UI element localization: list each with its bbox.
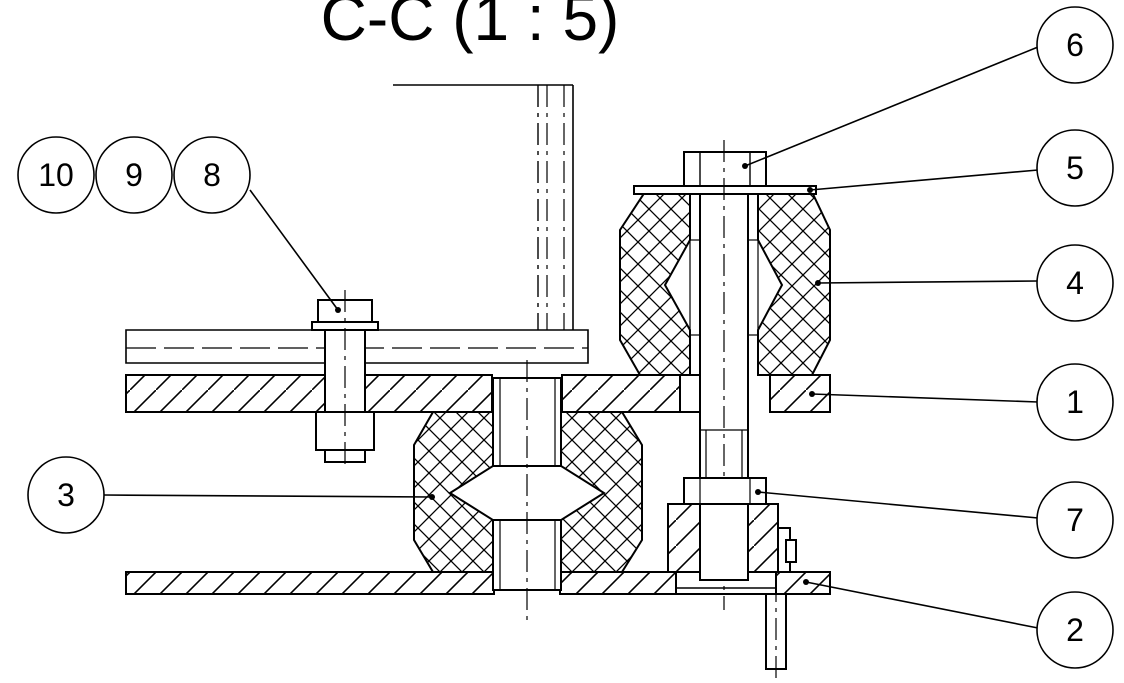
balloons	[17, 6, 1114, 669]
leader-lines	[103, 46, 1039, 629]
balloon-10-label: 10	[38, 157, 74, 193]
part-4-upper-rubber-mount	[619, 191, 831, 376]
balloon-4	[1036, 244, 1114, 322]
balloon-6-label: 6	[1066, 27, 1084, 63]
balloon-1-label: 1	[1066, 384, 1084, 420]
balloon-10	[17, 136, 95, 214]
balloon-2	[1036, 591, 1114, 669]
balloon-5-label: 5	[1066, 150, 1084, 186]
part-3-lower-rubber-mount	[413, 411, 643, 573]
balloon-9-label: 9	[125, 157, 143, 193]
balloon-8	[173, 136, 251, 214]
bottom-stud	[765, 580, 787, 683]
balloon-4-label: 4	[1066, 265, 1084, 301]
balloon-9	[95, 136, 173, 214]
balloon-3-label: 3	[57, 477, 75, 513]
balloon-6	[1036, 6, 1114, 84]
part-7-nut	[667, 477, 797, 581]
balloon-8-label: 8	[203, 157, 221, 193]
balloon-2-label: 2	[1066, 612, 1084, 648]
balloon-1	[1036, 363, 1114, 441]
view-title: C-C (1 : 5)	[321, 0, 620, 54]
part-5-washer	[633, 185, 817, 195]
part-2-bottom-plate	[125, 571, 831, 595]
center-bushing	[492, 360, 562, 620]
balloon-7	[1036, 481, 1114, 559]
vertical-member	[393, 84, 574, 330]
small-bolt-assembly	[311, 290, 379, 470]
balloon-labels: 6 5 4 1 7 2 3 10 9 8	[38, 27, 1084, 648]
balloon-5	[1036, 129, 1114, 207]
leader-dots	[335, 163, 821, 585]
part-1-middle-plate	[125, 374, 831, 413]
balloon-3	[27, 456, 105, 534]
balloon-7-label: 7	[1066, 502, 1084, 538]
